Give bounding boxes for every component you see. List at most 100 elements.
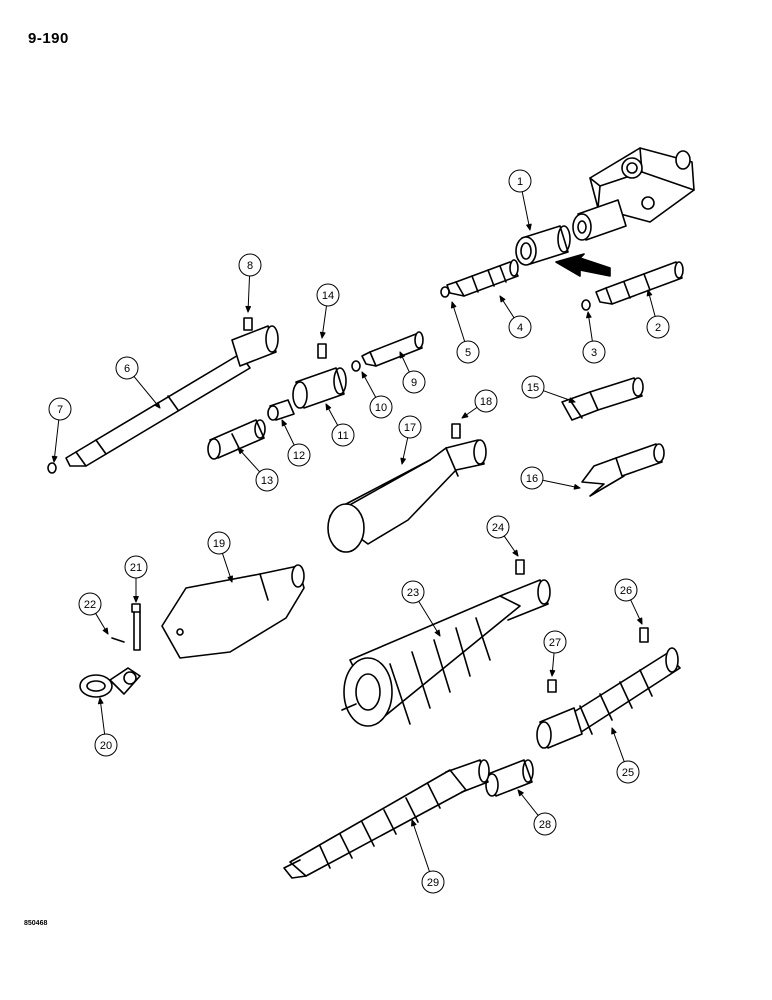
callout-20: 20 bbox=[94, 697, 118, 757]
bushing-part-12 bbox=[267, 399, 295, 421]
callout-circle bbox=[508, 315, 532, 339]
callout-circle bbox=[508, 169, 532, 193]
callout-circle bbox=[207, 531, 231, 555]
callout-circle bbox=[124, 555, 148, 579]
callout-label: 22 bbox=[84, 599, 96, 611]
swivel-part-20 bbox=[79, 667, 141, 698]
callout-23: 23 bbox=[401, 580, 441, 637]
leader-arrowhead bbox=[154, 401, 161, 409]
callout-circle bbox=[421, 870, 445, 894]
callout-circle bbox=[646, 315, 670, 339]
leader-arrowhead bbox=[450, 301, 457, 309]
leader-arrowhead bbox=[227, 575, 233, 583]
callout-label: 3 bbox=[591, 347, 597, 359]
callout-label: 20 bbox=[100, 740, 112, 752]
callout-circle bbox=[456, 340, 480, 364]
leader-arrowhead bbox=[399, 351, 405, 359]
callout-label: 2 bbox=[655, 322, 661, 334]
leader-arrowhead bbox=[361, 371, 368, 379]
callout-9: 9 bbox=[399, 351, 426, 394]
callout-circle bbox=[238, 253, 262, 277]
long-shaft-part-6 bbox=[65, 317, 279, 467]
callout-circle bbox=[520, 466, 544, 490]
leader-line bbox=[418, 600, 441, 637]
o-ring-part-10 bbox=[351, 360, 361, 372]
leader-arrowhead bbox=[237, 447, 244, 455]
blade-part-19 bbox=[161, 564, 305, 659]
callout-circle bbox=[115, 356, 139, 380]
callout-4: 4 bbox=[499, 295, 532, 339]
callout-label: 23 bbox=[407, 587, 419, 599]
leader-arrowhead bbox=[526, 223, 532, 231]
callout-circle bbox=[614, 578, 638, 602]
bit-part-16 bbox=[581, 443, 665, 497]
callout-label: 9 bbox=[411, 377, 417, 389]
leader-line bbox=[99, 697, 106, 735]
callout-label: 28 bbox=[539, 819, 551, 831]
leader-arrowhead bbox=[411, 819, 417, 827]
callout-25: 25 bbox=[611, 727, 640, 784]
callout-circle bbox=[78, 592, 102, 616]
callout-8: 8 bbox=[238, 253, 262, 313]
callout-circle bbox=[486, 515, 510, 539]
leader-arrowhead bbox=[319, 331, 326, 339]
shaft-part-2 bbox=[595, 261, 684, 305]
callout-18: 18 bbox=[461, 389, 498, 419]
callout-label: 25 bbox=[622, 767, 634, 779]
callout-circle bbox=[316, 283, 340, 307]
callout-circle bbox=[474, 389, 498, 413]
callout-circle bbox=[533, 812, 557, 836]
callout-6: 6 bbox=[115, 356, 161, 409]
leader-arrowhead bbox=[245, 305, 252, 313]
o-ring-part-5 bbox=[440, 286, 450, 298]
assembly-arrow bbox=[555, 253, 611, 277]
callout-label: 24 bbox=[492, 522, 504, 534]
leader-arrowhead bbox=[586, 311, 592, 319]
leader-arrowhead bbox=[549, 669, 556, 677]
leader-arrowhead bbox=[611, 727, 617, 735]
leader-arrowhead bbox=[281, 419, 288, 427]
callout-7: 7 bbox=[48, 397, 72, 463]
callout-27: 27 bbox=[543, 630, 567, 677]
callout-28: 28 bbox=[517, 789, 557, 836]
callout-circle bbox=[331, 423, 355, 447]
callout-22: 22 bbox=[78, 592, 109, 635]
shaft-part-9 bbox=[361, 331, 424, 367]
callout-label: 17 bbox=[404, 422, 416, 434]
callout-13: 13 bbox=[237, 447, 279, 492]
leader-line bbox=[53, 419, 60, 463]
set-screw-part-27 bbox=[547, 679, 557, 693]
callout-circle bbox=[398, 415, 422, 439]
callout-label: 13 bbox=[261, 475, 273, 487]
callout-label: 7 bbox=[57, 404, 63, 416]
callout-26: 26 bbox=[614, 578, 643, 625]
callout-circle bbox=[48, 397, 72, 421]
leader-line bbox=[133, 375, 161, 409]
callout-label: 1 bbox=[517, 176, 523, 188]
shaft-part-4 bbox=[446, 259, 519, 297]
callout-label: 8 bbox=[247, 260, 253, 272]
page-number: 9-190 bbox=[28, 30, 69, 47]
leader-arrowhead bbox=[51, 455, 58, 463]
bit-part-15 bbox=[561, 377, 644, 421]
leader-line bbox=[411, 819, 430, 873]
callout-15: 15 bbox=[521, 375, 576, 403]
leader-arrowhead bbox=[97, 697, 104, 705]
callout-circle bbox=[402, 370, 426, 394]
callout-label: 26 bbox=[620, 585, 632, 597]
callout-label: 15 bbox=[527, 382, 539, 394]
callout-21: 21 bbox=[124, 555, 148, 603]
callout-label: 11 bbox=[337, 430, 348, 442]
callout-label: 10 bbox=[375, 402, 387, 414]
callout-label: 19 bbox=[213, 538, 225, 550]
callout-label: 18 bbox=[480, 396, 492, 408]
auger-part-29 bbox=[283, 759, 490, 879]
leader-arrowhead bbox=[637, 617, 643, 625]
callout-circle bbox=[616, 760, 640, 784]
callout-circle bbox=[521, 375, 545, 399]
callout-label: 29 bbox=[427, 877, 439, 889]
leader-arrowhead bbox=[133, 595, 139, 603]
callout-11: 11 bbox=[325, 403, 355, 447]
